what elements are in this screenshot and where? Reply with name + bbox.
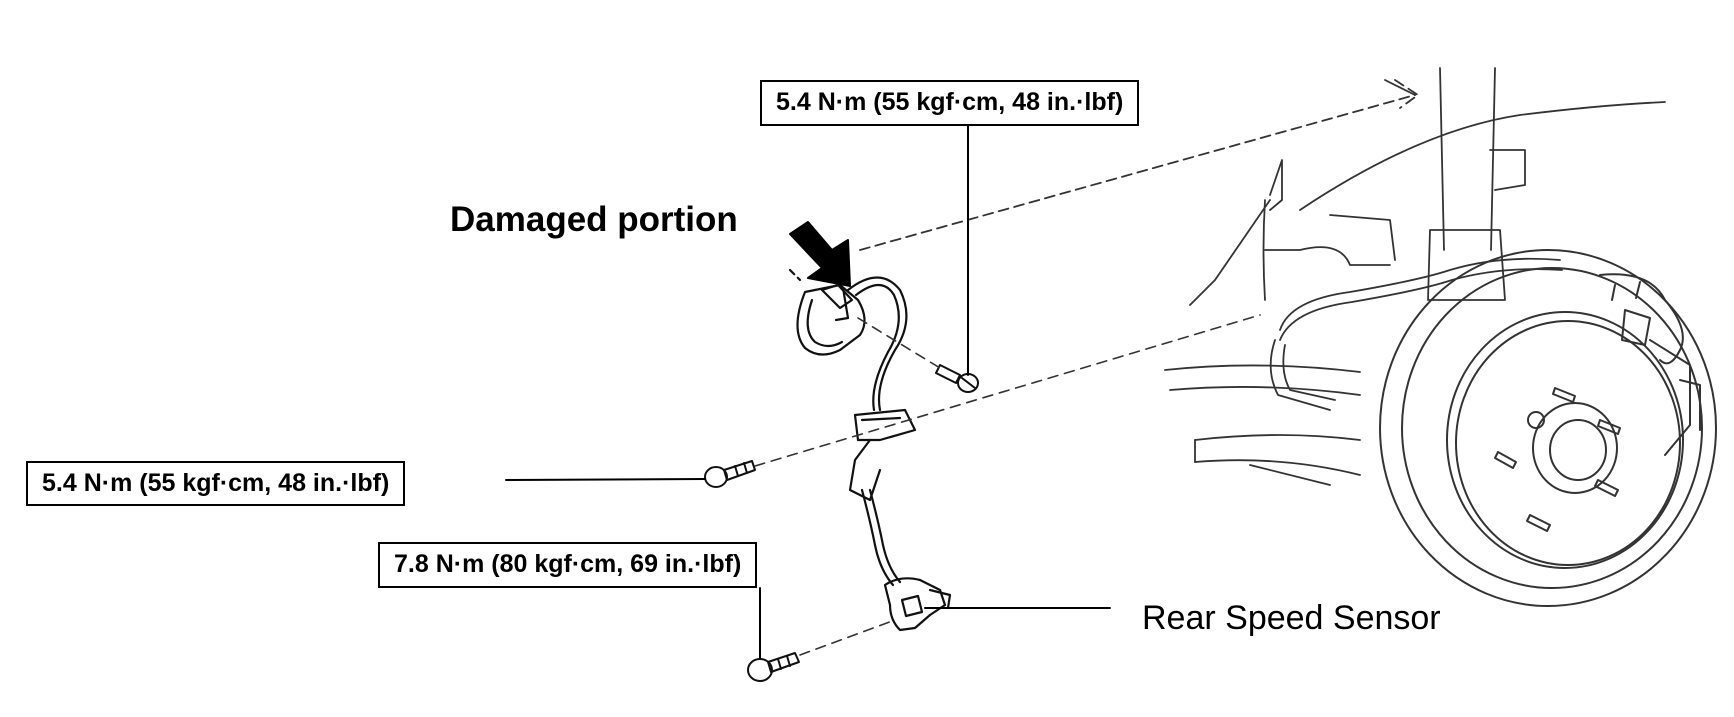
torque-spec-top: 5.4 N·m (55 kgf·cm, 48 in.·lbf): [760, 80, 1140, 126]
damaged-portion-arrow: [789, 221, 851, 287]
leader-lines: [505, 125, 1111, 659]
rear-speed-sensor-label: Rear Speed Sensor: [1142, 599, 1441, 637]
bolt-middle: [704, 460, 756, 488]
damaged-portion-label: Damaged portion: [450, 200, 738, 239]
suspension-body-outline: [859, 67, 1666, 486]
rear-speed-sensor-harness: [788, 268, 952, 632]
bolt-bottom: [747, 652, 800, 682]
brake-disc-rotor: [1379, 249, 1717, 607]
torque-spec-middle: 5.4 N·m (55 kgf·cm, 48 in.·lbf): [26, 461, 406, 506]
assembly-guide-lines: [754, 314, 1261, 656]
torque-spec-bottom: 7.8 N·m (80 kgf·cm, 69 in.·lbf): [378, 542, 758, 588]
bolt-top: [935, 364, 979, 393]
